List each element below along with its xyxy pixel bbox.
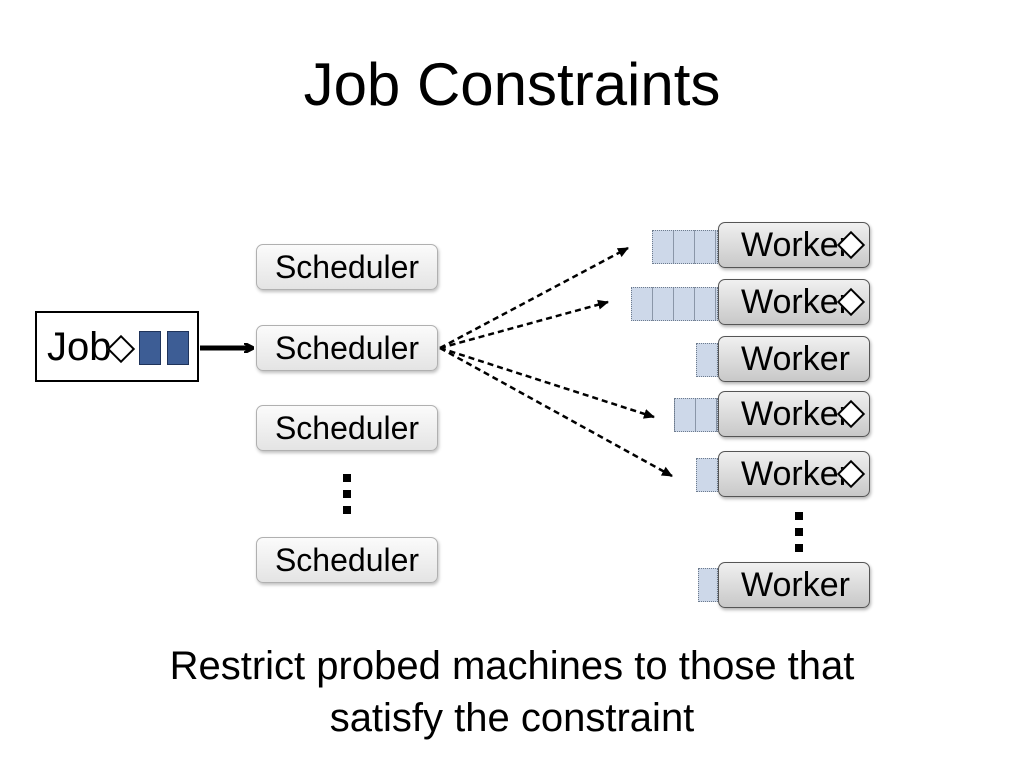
- worker-label: Worker: [741, 395, 850, 433]
- scheduler-box: Scheduler: [256, 325, 438, 371]
- worker-label: Worker: [741, 283, 850, 321]
- worker-box: Worker: [718, 451, 870, 497]
- worker-queue: [696, 458, 718, 492]
- task-block: [139, 331, 161, 365]
- probe-arrow: [439, 346, 655, 419]
- worker-box: Worker: [718, 391, 870, 437]
- caption-line: satisfy the constraint: [329, 696, 695, 740]
- probe-arrow: [439, 299, 609, 350]
- slide-title: Job Constraints: [303, 51, 721, 118]
- worker-label: Worker: [741, 566, 850, 604]
- worker-box: Worker: [718, 222, 870, 268]
- worker-queue: [674, 398, 718, 432]
- worker-box: Worker: [718, 279, 870, 325]
- scheduler-box: Scheduler: [256, 537, 438, 583]
- task-block: [167, 331, 189, 365]
- job-label: Job: [47, 325, 112, 369]
- vertical-ellipsis-icon: [343, 474, 351, 514]
- probe-arrow: [439, 346, 673, 478]
- slide-caption: Restrict probed machines to those that s…: [0, 640, 1024, 744]
- job-box: Job: [35, 311, 199, 382]
- worker-queue: [696, 343, 718, 377]
- worker-queue: [631, 287, 718, 321]
- caption-line: Restrict probed machines to those that: [169, 644, 855, 688]
- worker-queue: [652, 230, 718, 264]
- worker-label: Worker: [741, 226, 850, 264]
- probe-arrow: [439, 246, 629, 350]
- scheduler-box: Scheduler: [256, 405, 438, 451]
- vertical-ellipsis-icon: [795, 512, 803, 552]
- worker-box: Worker: [718, 562, 870, 608]
- worker-queue: [698, 568, 718, 602]
- scheduler-box: Scheduler: [256, 244, 438, 290]
- worker-box: Worker: [718, 336, 870, 382]
- worker-label: Worker: [741, 455, 850, 493]
- worker-label: Worker: [741, 340, 850, 378]
